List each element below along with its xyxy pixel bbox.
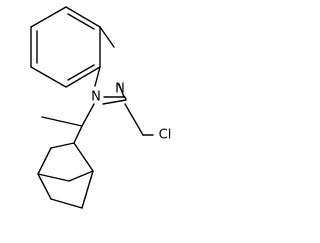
imidazole-ring (94, 26, 127, 105)
norbornane-bridge-bond (37, 173, 70, 182)
n-ch-bond (81, 103, 95, 127)
benzene-bond (30, 6, 67, 28)
benzene-ring (30, 6, 101, 88)
chloromethyl-group (124, 103, 154, 136)
norbornane-bridge-bond (68, 170, 94, 182)
imidazole-nitrogen-label: N (115, 82, 125, 97)
imidazole-bond (118, 83, 125, 98)
norbornane-bond (50, 198, 83, 209)
chlorine-label: Cl (159, 128, 172, 143)
norbornane-bond (50, 142, 75, 149)
benzene-bond (65, 66, 101, 88)
methyl-bond (41, 116, 83, 127)
benzene-bond (30, 66, 67, 88)
norbornane-bond (37, 173, 52, 200)
ch-norbornyl-bond (73, 125, 83, 144)
imidazole-bond (94, 66, 101, 87)
benzene-double-bond (67, 64, 95, 81)
ch2-bond (124, 103, 144, 136)
ethyl-linker (41, 103, 95, 144)
norbornane-cage (37, 142, 94, 209)
benzene-bond (65, 6, 101, 28)
norbornane-bond (81, 170, 94, 209)
chemical-structure: N N Cl (30, 6, 172, 209)
norbornane-bond (73, 142, 94, 172)
norbornane-bond (37, 147, 52, 175)
imidazole-bond (102, 99, 127, 105)
imidazole-bond (99, 26, 115, 48)
benzimidazole-n1-label: N (91, 90, 101, 105)
benzene-double-bond (67, 13, 95, 30)
